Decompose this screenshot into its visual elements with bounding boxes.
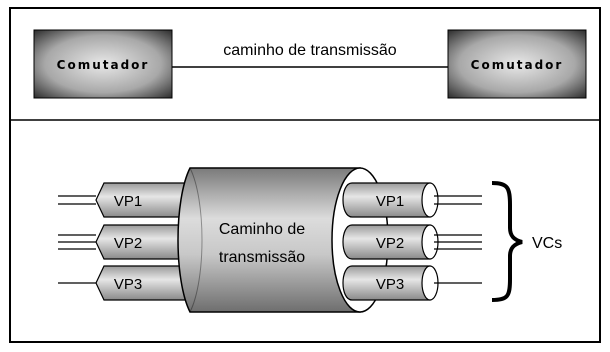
right-vp-tube-2: VP2 bbox=[342, 224, 439, 260]
left-vc-lines bbox=[58, 195, 96, 284]
right-switch: Comutador bbox=[447, 29, 587, 99]
left-vp2-label: VP2 bbox=[114, 235, 142, 252]
center-label-line2: transmissão bbox=[219, 249, 305, 266]
right-vp1-label: VP1 bbox=[376, 193, 404, 210]
left-vp-tube-2: VP2 bbox=[95, 224, 191, 260]
left-vp-tube-1: VP1 bbox=[95, 182, 191, 218]
right-switch-label: Comutador bbox=[471, 58, 564, 72]
vcs-brace bbox=[491, 181, 523, 302]
right-vp2-label: VP2 bbox=[376, 235, 404, 252]
center-label-line1: Caminho de bbox=[219, 221, 305, 238]
right-vp3-label: VP3 bbox=[376, 276, 404, 293]
right-vc-lines bbox=[434, 195, 482, 284]
left-vp3-label: VP3 bbox=[114, 276, 142, 293]
right-vp-tube-3: VP3 bbox=[342, 265, 439, 301]
link-label: caminho de transmissão bbox=[223, 42, 397, 59]
vcs-label: VCs bbox=[532, 235, 562, 252]
left-switch: Comutador bbox=[33, 29, 173, 99]
left-vp1-label: VP1 bbox=[114, 193, 142, 210]
right-vp-tube-1: VP1 bbox=[342, 182, 439, 218]
left-vp-tube-3: VP3 bbox=[95, 265, 191, 301]
left-switch-label: Comutador bbox=[57, 58, 150, 72]
